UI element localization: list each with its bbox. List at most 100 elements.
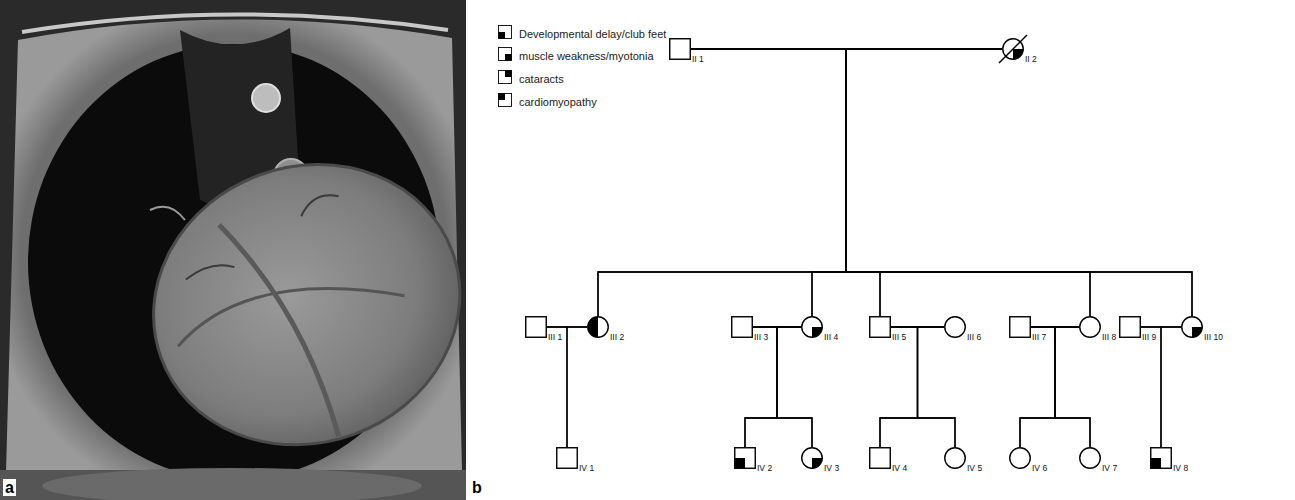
- legend-row: cataracts: [498, 69, 543, 85]
- male-symbol: [556, 447, 578, 469]
- pedigree-individual: IV 1: [556, 447, 578, 469]
- pedigree-line: [846, 49, 1002, 316]
- pedigree-individual: III 1: [525, 316, 547, 338]
- pedigree-line: [1020, 327, 1055, 447]
- legend-text: cardiomyopathy: [519, 96, 597, 108]
- female-symbol: [944, 447, 966, 469]
- cardiac-mri: [0, 0, 466, 500]
- pedigree-line: [1161, 327, 1181, 447]
- male-symbol: [525, 316, 547, 338]
- pedigree-individual: III 7: [1009, 316, 1031, 338]
- pedigree-line: [598, 49, 1002, 316]
- pedigree-individual: III 10: [1181, 316, 1203, 338]
- pedigree-individual: II 1: [669, 38, 691, 60]
- individual-id: IV 3: [824, 463, 839, 473]
- pedigree-individual: III 5: [869, 316, 891, 338]
- pedigree-individual: IV 8: [1150, 447, 1172, 469]
- pedigree-line: [846, 49, 1192, 316]
- legend-row: cardiomyopathy: [498, 92, 576, 108]
- legend-text: Developmental delay/club feet: [519, 28, 666, 40]
- male-symbol: [1009, 316, 1031, 338]
- male-symbol: [734, 447, 756, 469]
- pedigree-individual: II 2: [1002, 38, 1024, 60]
- pedigree-line: [745, 327, 777, 447]
- pedigree-individual: IV 2: [734, 447, 756, 469]
- pedigree-line: [691, 49, 1090, 316]
- pedigree-line: [891, 327, 955, 447]
- legend-symbol: [498, 47, 512, 61]
- female-symbol: [1181, 316, 1203, 338]
- pedigree-line: [1031, 327, 1090, 447]
- pedigree-line: [812, 49, 1002, 316]
- female-symbol: [944, 316, 966, 338]
- pedigree-line: [691, 49, 880, 316]
- pedigree-line: [547, 327, 567, 447]
- pedigree-individual: III 2: [587, 316, 609, 338]
- pedigree-line: [880, 327, 918, 447]
- pedigree-line: [1055, 327, 1090, 447]
- legend-row: Developmental delay/club feet: [498, 24, 645, 40]
- legend-text: muscle weakness/myotonia: [519, 50, 654, 62]
- individual-id: III 9: [1142, 332, 1156, 342]
- pedigree-individual: IV 4: [869, 447, 891, 469]
- pedigree-line: [691, 49, 1192, 316]
- pedigree-individual: IV 3: [801, 447, 823, 469]
- pedigree-line: [880, 327, 944, 447]
- pedigree-individual: IV 6: [1009, 447, 1031, 469]
- pedigree-line: [777, 327, 812, 447]
- pedigree-line: [846, 49, 1090, 316]
- individual-id: IV 6: [1032, 463, 1047, 473]
- individual-id: III 10: [1204, 332, 1223, 342]
- panel-label: b: [470, 479, 484, 496]
- female-symbol: [801, 316, 823, 338]
- male-symbol: [669, 38, 691, 60]
- individual-id: IV 1: [579, 463, 594, 473]
- legend-symbol: [498, 70, 512, 84]
- pedigree-line: [567, 327, 587, 447]
- individual-id: III 3: [754, 332, 768, 342]
- individual-id: IV 7: [1102, 463, 1117, 473]
- legend-symbol: [498, 93, 512, 107]
- pedigree-individual: III 3: [731, 316, 753, 338]
- male-symbol: [731, 316, 753, 338]
- male-symbol: [869, 447, 891, 469]
- female-symbol: [1002, 38, 1024, 60]
- female-symbol: [1009, 447, 1031, 469]
- pedigree-individual: III 6: [944, 316, 966, 338]
- pedigree-individual: III 4: [801, 316, 823, 338]
- pedigree-line: [1141, 327, 1161, 447]
- pedigree-line: [918, 327, 956, 447]
- pedigree-line: [753, 327, 812, 447]
- individual-id: III 4: [824, 332, 838, 342]
- legend-text: cataracts: [519, 73, 564, 85]
- individual-id: IV 8: [1173, 463, 1188, 473]
- individual-id: IV 2: [757, 463, 772, 473]
- female-symbol: [1079, 316, 1101, 338]
- male-symbol: [1150, 447, 1172, 469]
- individual-id: III 7: [1032, 332, 1046, 342]
- individual-id: IV 5: [967, 463, 982, 473]
- female-symbol: [587, 316, 609, 338]
- pedigree-individual: III 9: [1119, 316, 1141, 338]
- pedigree-individual: III 8: [1079, 316, 1101, 338]
- legend-row: muscle weakness/myotonia: [498, 46, 633, 62]
- female-symbol: [1079, 447, 1101, 469]
- individual-id: II 1: [692, 54, 704, 64]
- individual-id: III 8: [1102, 332, 1116, 342]
- pedigree-individual: IV 7: [1079, 447, 1101, 469]
- pedigree-line: [1020, 327, 1079, 447]
- male-symbol: [869, 316, 891, 338]
- individual-id: III 2: [610, 332, 624, 342]
- pedigree-individual: IV 5: [944, 447, 966, 469]
- pedigree-line: [745, 327, 801, 447]
- pedigree-line: [691, 49, 846, 316]
- pedigree-line: [598, 49, 846, 316]
- individual-id: II 2: [1025, 54, 1037, 64]
- individual-id: III 1: [548, 332, 562, 342]
- panel-label: a: [3, 479, 16, 496]
- individual-id: III 5: [892, 332, 906, 342]
- male-symbol: [1119, 316, 1141, 338]
- female-symbol: [801, 447, 823, 469]
